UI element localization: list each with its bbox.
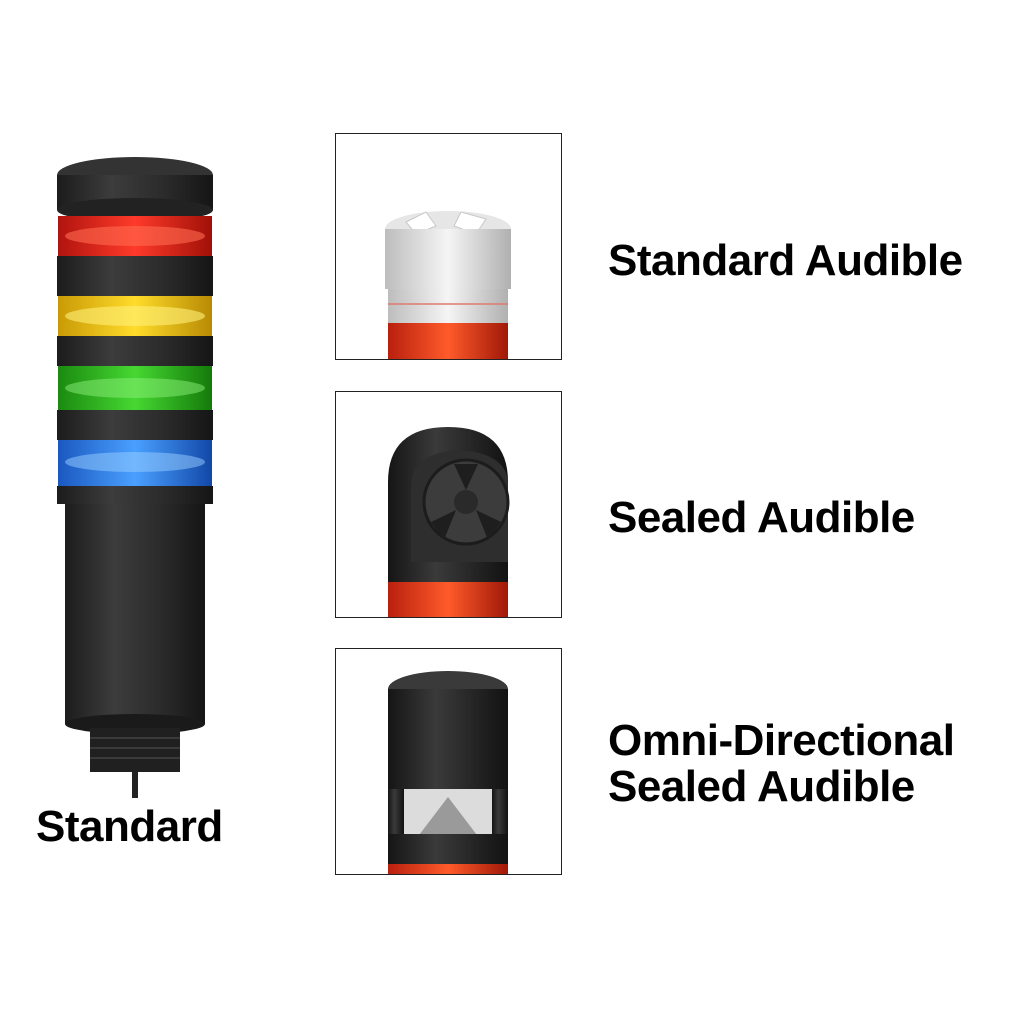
omni-directional-sealed-audible-image <box>335 648 562 875</box>
label-line-1: Omni-Directional <box>608 716 955 765</box>
standard-audible-label: Standard Audible <box>608 236 963 285</box>
sealed-audible-label: Sealed Audible <box>608 493 915 542</box>
standard-caption: Standard <box>36 802 223 851</box>
tower-light-illustration <box>57 157 213 798</box>
sealed-audible-image <box>335 391 562 618</box>
standard-audible-image <box>335 133 562 360</box>
standard-tower-light <box>40 150 230 810</box>
omni-directional-sealed-audible-label: Omni-Directional Sealed Audible <box>608 716 955 812</box>
label-line-2: Sealed Audible <box>608 762 915 812</box>
